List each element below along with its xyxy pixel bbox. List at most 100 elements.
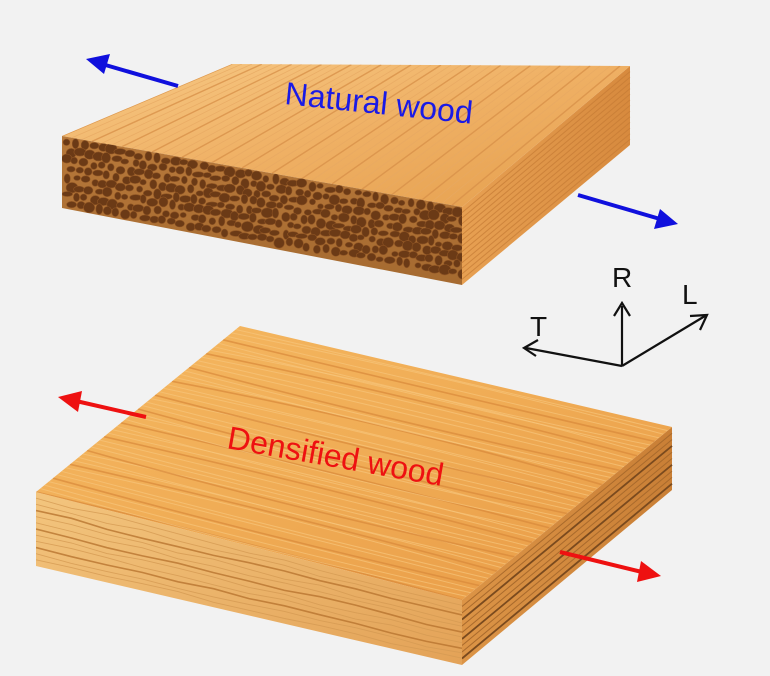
grain-line <box>301 64 472 180</box>
pore <box>458 215 462 227</box>
pore <box>218 215 226 227</box>
pore <box>344 241 354 248</box>
pore <box>120 193 129 200</box>
pore <box>303 189 312 198</box>
grain-line <box>82 453 511 561</box>
grain-line <box>146 401 576 507</box>
pore <box>120 209 131 220</box>
pore <box>89 142 100 150</box>
pore <box>249 212 257 223</box>
densified-arrowhead-right <box>637 561 661 582</box>
pore <box>328 194 341 206</box>
grain-line <box>61 470 489 579</box>
grain-line <box>108 432 537 540</box>
pore <box>62 153 73 164</box>
pore <box>90 162 98 170</box>
pore <box>320 208 331 218</box>
pore <box>71 138 80 149</box>
pore <box>149 215 160 224</box>
grain-line <box>180 373 611 478</box>
pore <box>256 233 268 241</box>
pore <box>139 214 151 222</box>
pore <box>335 185 344 194</box>
grain-line <box>86 449 515 558</box>
side-layer-line <box>461 445 673 621</box>
layer-line <box>36 503 462 613</box>
pore <box>401 208 411 215</box>
pore <box>408 215 418 224</box>
pore <box>408 251 418 259</box>
pore <box>441 241 454 251</box>
pore <box>335 238 343 248</box>
pore <box>185 166 193 177</box>
grain-line <box>201 356 633 460</box>
pore <box>101 152 111 164</box>
pore <box>115 166 126 175</box>
axis-t-line <box>525 346 623 368</box>
grain-line <box>111 64 282 146</box>
pore <box>256 197 266 208</box>
pore <box>172 191 180 203</box>
densified-arrow-left <box>75 399 147 419</box>
pore <box>198 197 206 205</box>
natural-arrowhead-left <box>86 54 110 74</box>
pore <box>114 191 122 200</box>
grain-line <box>131 64 302 149</box>
side-layer-line <box>461 483 673 660</box>
pore <box>260 207 274 219</box>
grain-line <box>321 64 491 183</box>
pore <box>331 223 345 229</box>
grain-line <box>142 405 572 511</box>
pore <box>295 178 308 188</box>
pore <box>62 138 71 146</box>
grain-line <box>101 64 272 144</box>
grain-line <box>150 398 581 504</box>
axis-r-head <box>613 300 631 317</box>
pore <box>312 191 323 201</box>
pore <box>339 249 349 256</box>
pore <box>363 207 371 216</box>
layer-line <box>36 546 462 650</box>
pore <box>168 175 181 182</box>
pore <box>146 197 159 207</box>
grain-line <box>431 65 601 202</box>
pore <box>289 212 298 221</box>
grain-line <box>371 65 541 192</box>
pore <box>377 230 389 237</box>
side-grain-line <box>461 139 631 280</box>
pore <box>79 193 88 201</box>
grain-line <box>57 474 485 583</box>
grain-line <box>167 384 598 489</box>
pore <box>221 175 231 182</box>
pore <box>129 210 138 219</box>
pore <box>314 237 326 246</box>
pore <box>302 242 310 252</box>
side-layer-line <box>461 451 673 627</box>
pore <box>427 235 435 246</box>
pore <box>138 160 147 170</box>
pore <box>264 217 277 226</box>
axis-t-label: T <box>530 311 547 342</box>
grain-line <box>171 64 342 156</box>
pore <box>153 205 162 215</box>
layer-line <box>36 509 462 616</box>
pore <box>63 173 71 184</box>
grain-line <box>125 418 555 525</box>
pore <box>324 186 337 194</box>
pore <box>279 195 289 205</box>
grain-line <box>129 415 559 522</box>
pore <box>97 161 106 169</box>
pore <box>283 204 295 211</box>
pore <box>209 208 222 216</box>
layer-line <box>36 528 462 633</box>
pore <box>370 227 379 236</box>
axis-r-label: R <box>612 262 632 293</box>
pore <box>111 155 123 162</box>
pore <box>101 186 113 197</box>
pore <box>73 185 85 193</box>
layer-line <box>36 553 462 654</box>
pore <box>131 204 145 213</box>
side-grain-line <box>461 99 631 241</box>
grain-line <box>137 408 568 515</box>
